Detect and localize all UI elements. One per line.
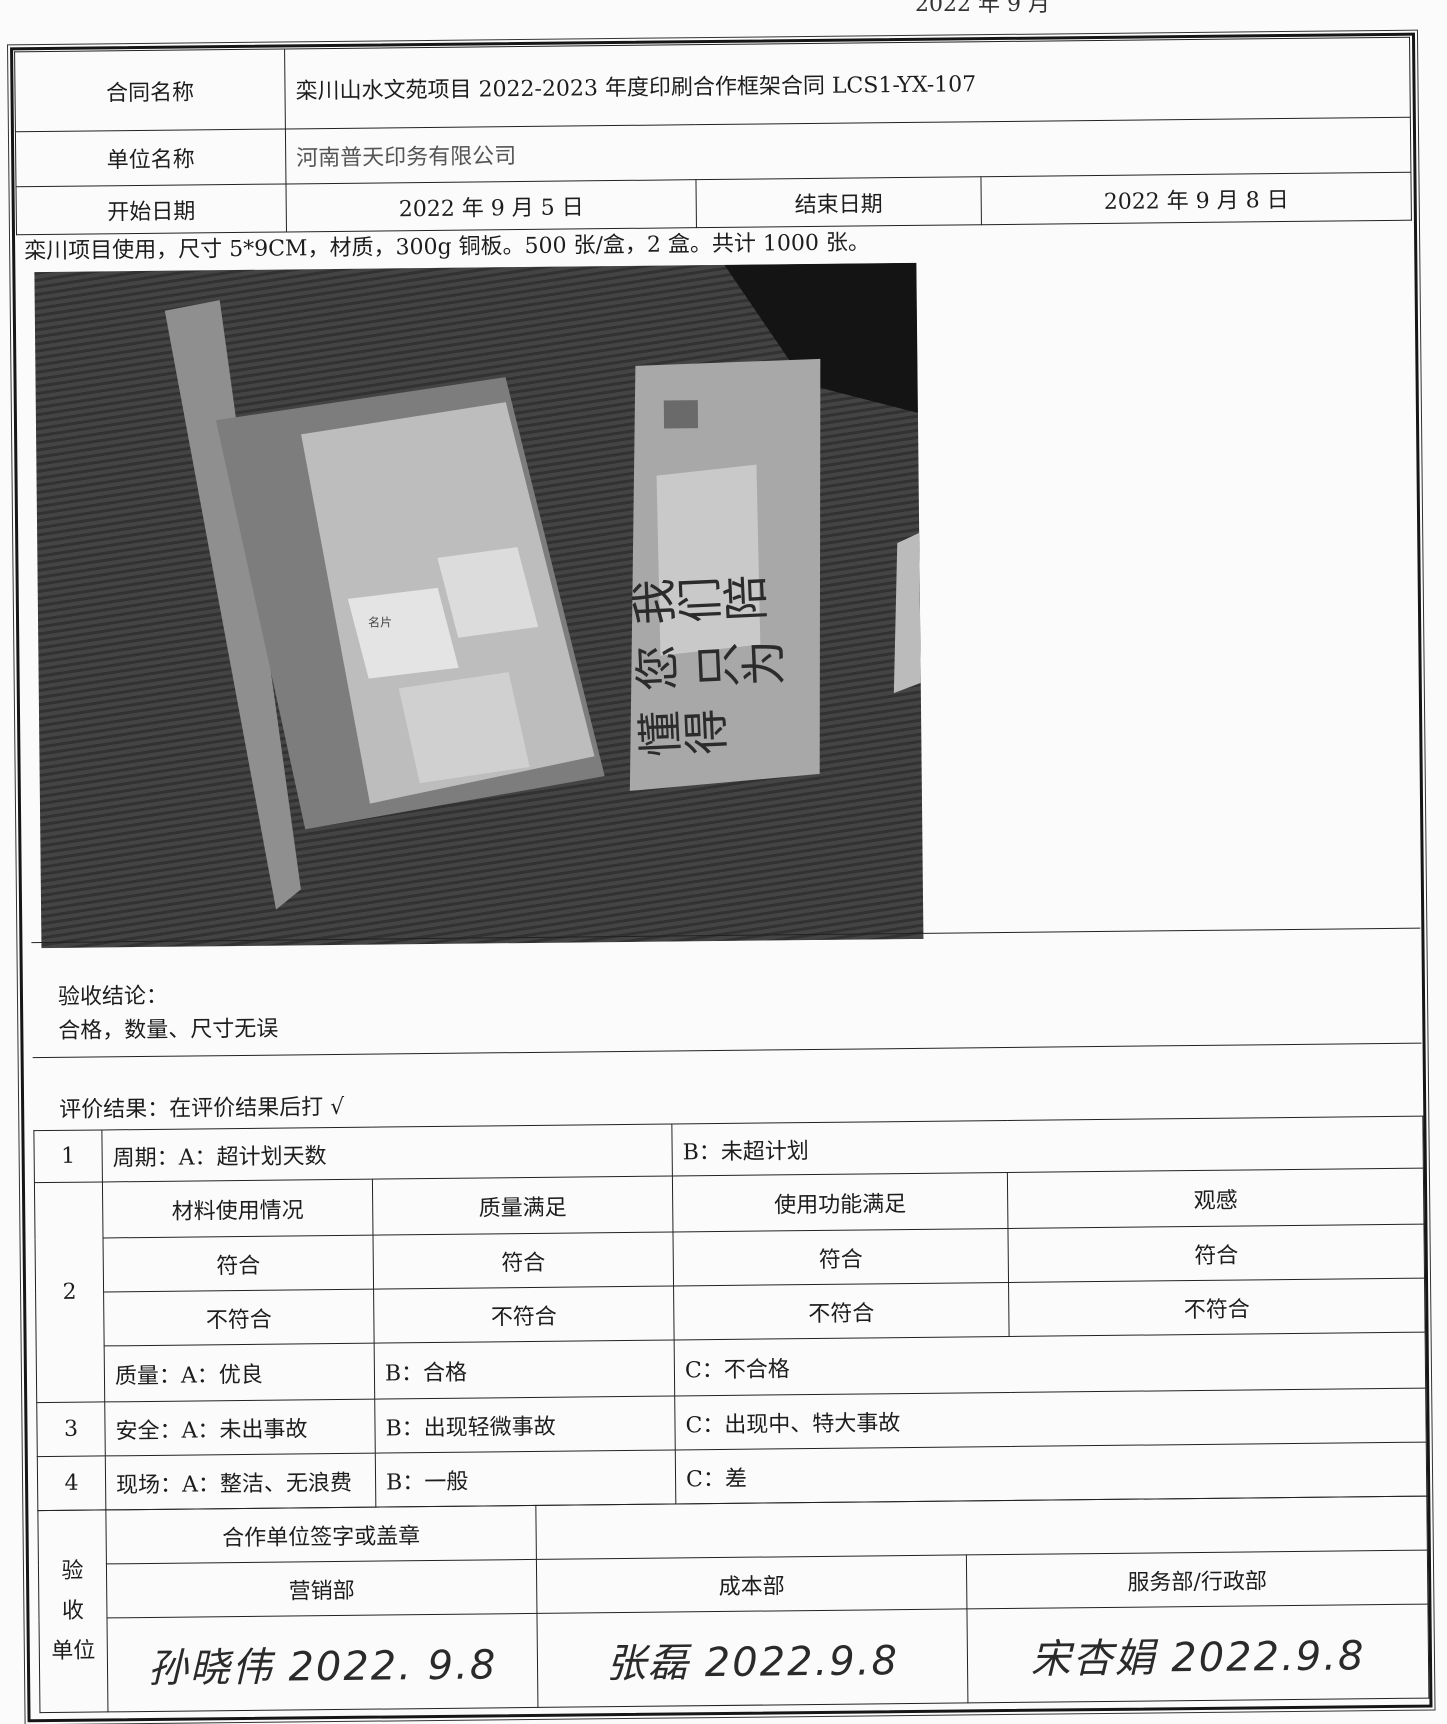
safety-option-b: B：出现轻微事故 xyxy=(374,1395,676,1454)
safety-option-a: 安全：A：未出事故 xyxy=(104,1399,376,1456)
cycle-option-b: B：未超计划 xyxy=(671,1116,1424,1176)
side-char: 验 xyxy=(61,1558,84,1584)
safety-option-c: C：出现中、特大事故 xyxy=(674,1388,1427,1450)
side-char: 单位 xyxy=(51,1638,96,1664)
partner-sign-area xyxy=(535,1496,1428,1560)
marketing-signature-cell: 孙晓伟 2022. 9.8 xyxy=(106,1613,538,1712)
evaluation-title: 评价结果：在评价结果后打 √ xyxy=(59,1094,345,1123)
appearance-yes: 符合 xyxy=(1007,1224,1425,1283)
acceptance-side-label: 验 收 单位 xyxy=(37,1509,108,1713)
quality-no: 不符合 xyxy=(373,1285,675,1344)
evaluation-table: 1 周期：A：超计划天数 B：未超计划 2 材料使用情况 质量满足 使用功能满足… xyxy=(33,1116,1427,1512)
quality-option-c: C：不合格 xyxy=(674,1332,1426,1396)
card-label: 名片 xyxy=(368,615,393,630)
start-date-label: 开始日期 xyxy=(15,183,287,235)
row-number: 4 xyxy=(37,1455,106,1511)
acceptance-table: 验 收 单位 合作单位签字或盖章 营销部 成本部 服务部/行政部 孙晓伟 202… xyxy=(37,1496,1429,1714)
site-option-b: B：一般 xyxy=(375,1449,676,1508)
service-signature-cell: 宋杏娟 2022.9.8 xyxy=(966,1604,1429,1703)
unit-name-label: 单位名称 xyxy=(15,128,286,187)
acceptance-form: 合同名称 栾川山水文苑项目 2022-2023 年度印刷合作框架合同 LCS1-… xyxy=(10,32,1433,1723)
header-material: 材料使用情况 xyxy=(102,1179,373,1238)
row-number: 2 xyxy=(34,1181,105,1403)
cost-label: 成本部 xyxy=(536,1554,967,1614)
end-date-label: 结束日期 xyxy=(695,176,982,228)
box-slogan: 我们陪您 只为懂得 xyxy=(628,572,787,765)
row-number: 3 xyxy=(36,1401,106,1457)
function-no: 不符合 xyxy=(673,1282,1010,1340)
quality-option-a: 质量：A：优良 xyxy=(104,1343,375,1402)
top-date-fragment: 2022 年 9 月 xyxy=(915,0,1050,17)
service-label: 服务部/行政部 xyxy=(966,1550,1428,1609)
cost-signature: 张磊 2022.9.8 xyxy=(605,1637,900,1687)
header-quality: 质量满足 xyxy=(372,1175,673,1236)
function-yes: 符合 xyxy=(672,1228,1009,1286)
appearance-no: 不符合 xyxy=(1008,1278,1426,1337)
contract-name-value: 栾川山水文苑项目 2022-2023 年度印刷合作框架合同 LCS1-YX-10… xyxy=(284,37,1411,129)
marketing-signature: 孙晓伟 2022. 9.8 xyxy=(147,1641,498,1692)
row-number: 1 xyxy=(33,1129,103,1183)
marketing-label: 营销部 xyxy=(106,1559,537,1618)
material-no: 不符合 xyxy=(103,1289,375,1346)
site-option-a: 现场：A：整洁、无浪费 xyxy=(105,1453,376,1510)
end-date-value: 2022 年 9 月 8 日 xyxy=(980,172,1412,225)
service-signature: 宋杏娟 2022.9.8 xyxy=(1030,1632,1366,1683)
header-function: 使用功能满足 xyxy=(672,1172,1008,1232)
conclusion-label: 验收结论： xyxy=(57,983,169,1010)
quality-yes: 符合 xyxy=(372,1231,674,1290)
photo-illustration xyxy=(34,262,924,949)
cycle-option-a: 周期：A：超计划天数 xyxy=(101,1123,673,1182)
header-appearance: 观感 xyxy=(1007,1168,1424,1229)
delivery-photo: 我们陪您 只为懂得 名片 xyxy=(34,262,924,949)
contract-name-label: 合同名称 xyxy=(14,48,286,132)
cost-signature-cell: 张磊 2022.9.8 xyxy=(536,1608,968,1708)
start-date-value: 2022 年 9 月 5 日 xyxy=(285,179,697,232)
header-table: 合同名称 栾川山水文苑项目 2022-2023 年度印刷合作框架合同 LCS1-… xyxy=(14,37,1412,236)
partner-sign-label: 合作单位签字或盖章 xyxy=(105,1505,537,1564)
material-yes: 符合 xyxy=(103,1235,374,1292)
quality-option-b: B：合格 xyxy=(374,1339,675,1400)
side-char: 收 xyxy=(61,1598,85,1624)
conclusion-text: 合格，数量、尺寸无误 xyxy=(58,1016,279,1044)
site-option-c: C：差 xyxy=(675,1442,1427,1504)
